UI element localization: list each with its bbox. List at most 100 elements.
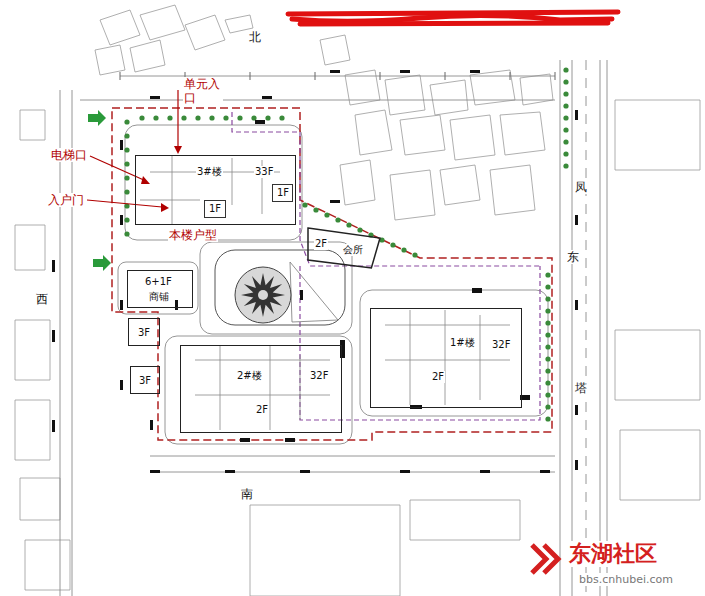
tree [124, 161, 129, 166]
wall-marker [262, 96, 272, 99]
residential-building: 1#楼32F2F [370, 308, 522, 408]
red-scribble [288, 12, 618, 24]
tree [124, 189, 129, 194]
wall-marker [52, 70, 578, 473]
wall-marker [480, 470, 490, 473]
tree [545, 332, 550, 337]
tree [545, 416, 550, 421]
leader-arrow [161, 203, 169, 212]
wall-marker [175, 300, 178, 310]
surrounding-building [20, 478, 60, 520]
tree [124, 67, 568, 421]
wall-marker [330, 70, 340, 73]
site-boundary [112, 108, 552, 440]
tree [545, 344, 550, 349]
surrounding-building [15, 5, 700, 596]
tree [195, 115, 200, 120]
building-label: 32F [309, 370, 329, 382]
villa-building: 3F [128, 318, 160, 346]
building-label: 3F [137, 327, 151, 339]
surrounding-building [615, 100, 700, 170]
building-label: 3F [138, 375, 152, 387]
tree [209, 115, 214, 120]
surrounding-building [390, 170, 435, 220]
building-label: 1#楼 [449, 337, 476, 349]
road-name: 凤 [574, 180, 588, 194]
wall-marker [300, 470, 310, 473]
tree [346, 222, 351, 227]
tree [563, 67, 568, 72]
road-line [150, 456, 555, 457]
fountain-star [241, 273, 285, 317]
wall-marker [300, 290, 303, 300]
road-line [150, 472, 555, 473]
clubhouse-outline [308, 228, 380, 268]
road-line [560, 60, 561, 596]
axis-tick [380, 72, 381, 80]
surrounding-building [490, 165, 535, 215]
tree [124, 217, 129, 222]
callout-label: 本楼户型 [168, 228, 218, 242]
tree [563, 103, 568, 108]
tree [313, 207, 318, 212]
road-line [360, 290, 548, 416]
leader-arrow [87, 200, 162, 207]
tree [545, 284, 550, 289]
surrounding-building [320, 35, 350, 65]
compass-label: 南 [240, 487, 254, 501]
callout-label: 入户门 [47, 193, 85, 207]
wall-marker [575, 460, 578, 470]
building-label: 6+1F [144, 276, 173, 288]
tree [545, 296, 550, 301]
wall-marker [470, 70, 480, 73]
tree [251, 115, 256, 120]
surrounding-building [15, 400, 50, 460]
clubhouse: 2F会所 [308, 228, 380, 268]
surrounding-building [500, 112, 545, 155]
compass-label: 东 [566, 250, 580, 264]
purple-dashed-line [300, 266, 540, 420]
leader-arrow [177, 90, 178, 147]
red-scribble [300, 23, 608, 24]
road-line [125, 125, 302, 240]
red-scribble [292, 15, 612, 21]
surrounding-building [450, 115, 495, 160]
entry-arrow [88, 110, 111, 271]
tree [563, 163, 568, 168]
road-line [607, 60, 608, 596]
wall-marker [52, 330, 55, 342]
surrounding-building [140, 5, 185, 40]
axis-tick [120, 72, 121, 80]
surrounding-building [15, 225, 45, 270]
wall-marker [575, 300, 578, 310]
road-line [72, 90, 73, 596]
watermark: 东湖社区 [568, 541, 658, 567]
fountain-star [241, 273, 285, 317]
central-plaza [235, 267, 291, 323]
surrounding-building [615, 330, 700, 400]
wall-marker [150, 420, 153, 430]
tree [401, 247, 406, 252]
compass-label: 北 [248, 30, 262, 44]
tree [324, 212, 329, 217]
building-label: 2F [431, 371, 445, 383]
wall-marker [340, 340, 345, 358]
tree [357, 227, 362, 232]
tree [545, 380, 550, 385]
tree [237, 115, 242, 120]
wall-marker [540, 470, 550, 473]
surrounding-building [25, 540, 70, 590]
wall-marker [120, 380, 123, 390]
tree [563, 151, 568, 156]
tree [563, 91, 568, 96]
tree [181, 115, 186, 120]
entry-arrow [93, 255, 111, 271]
wall-marker [52, 260, 55, 272]
tree [545, 368, 550, 373]
tree [302, 202, 307, 207]
purple-dashed-line [232, 112, 540, 266]
watermark-logo [544, 545, 558, 573]
road-line [586, 60, 587, 596]
